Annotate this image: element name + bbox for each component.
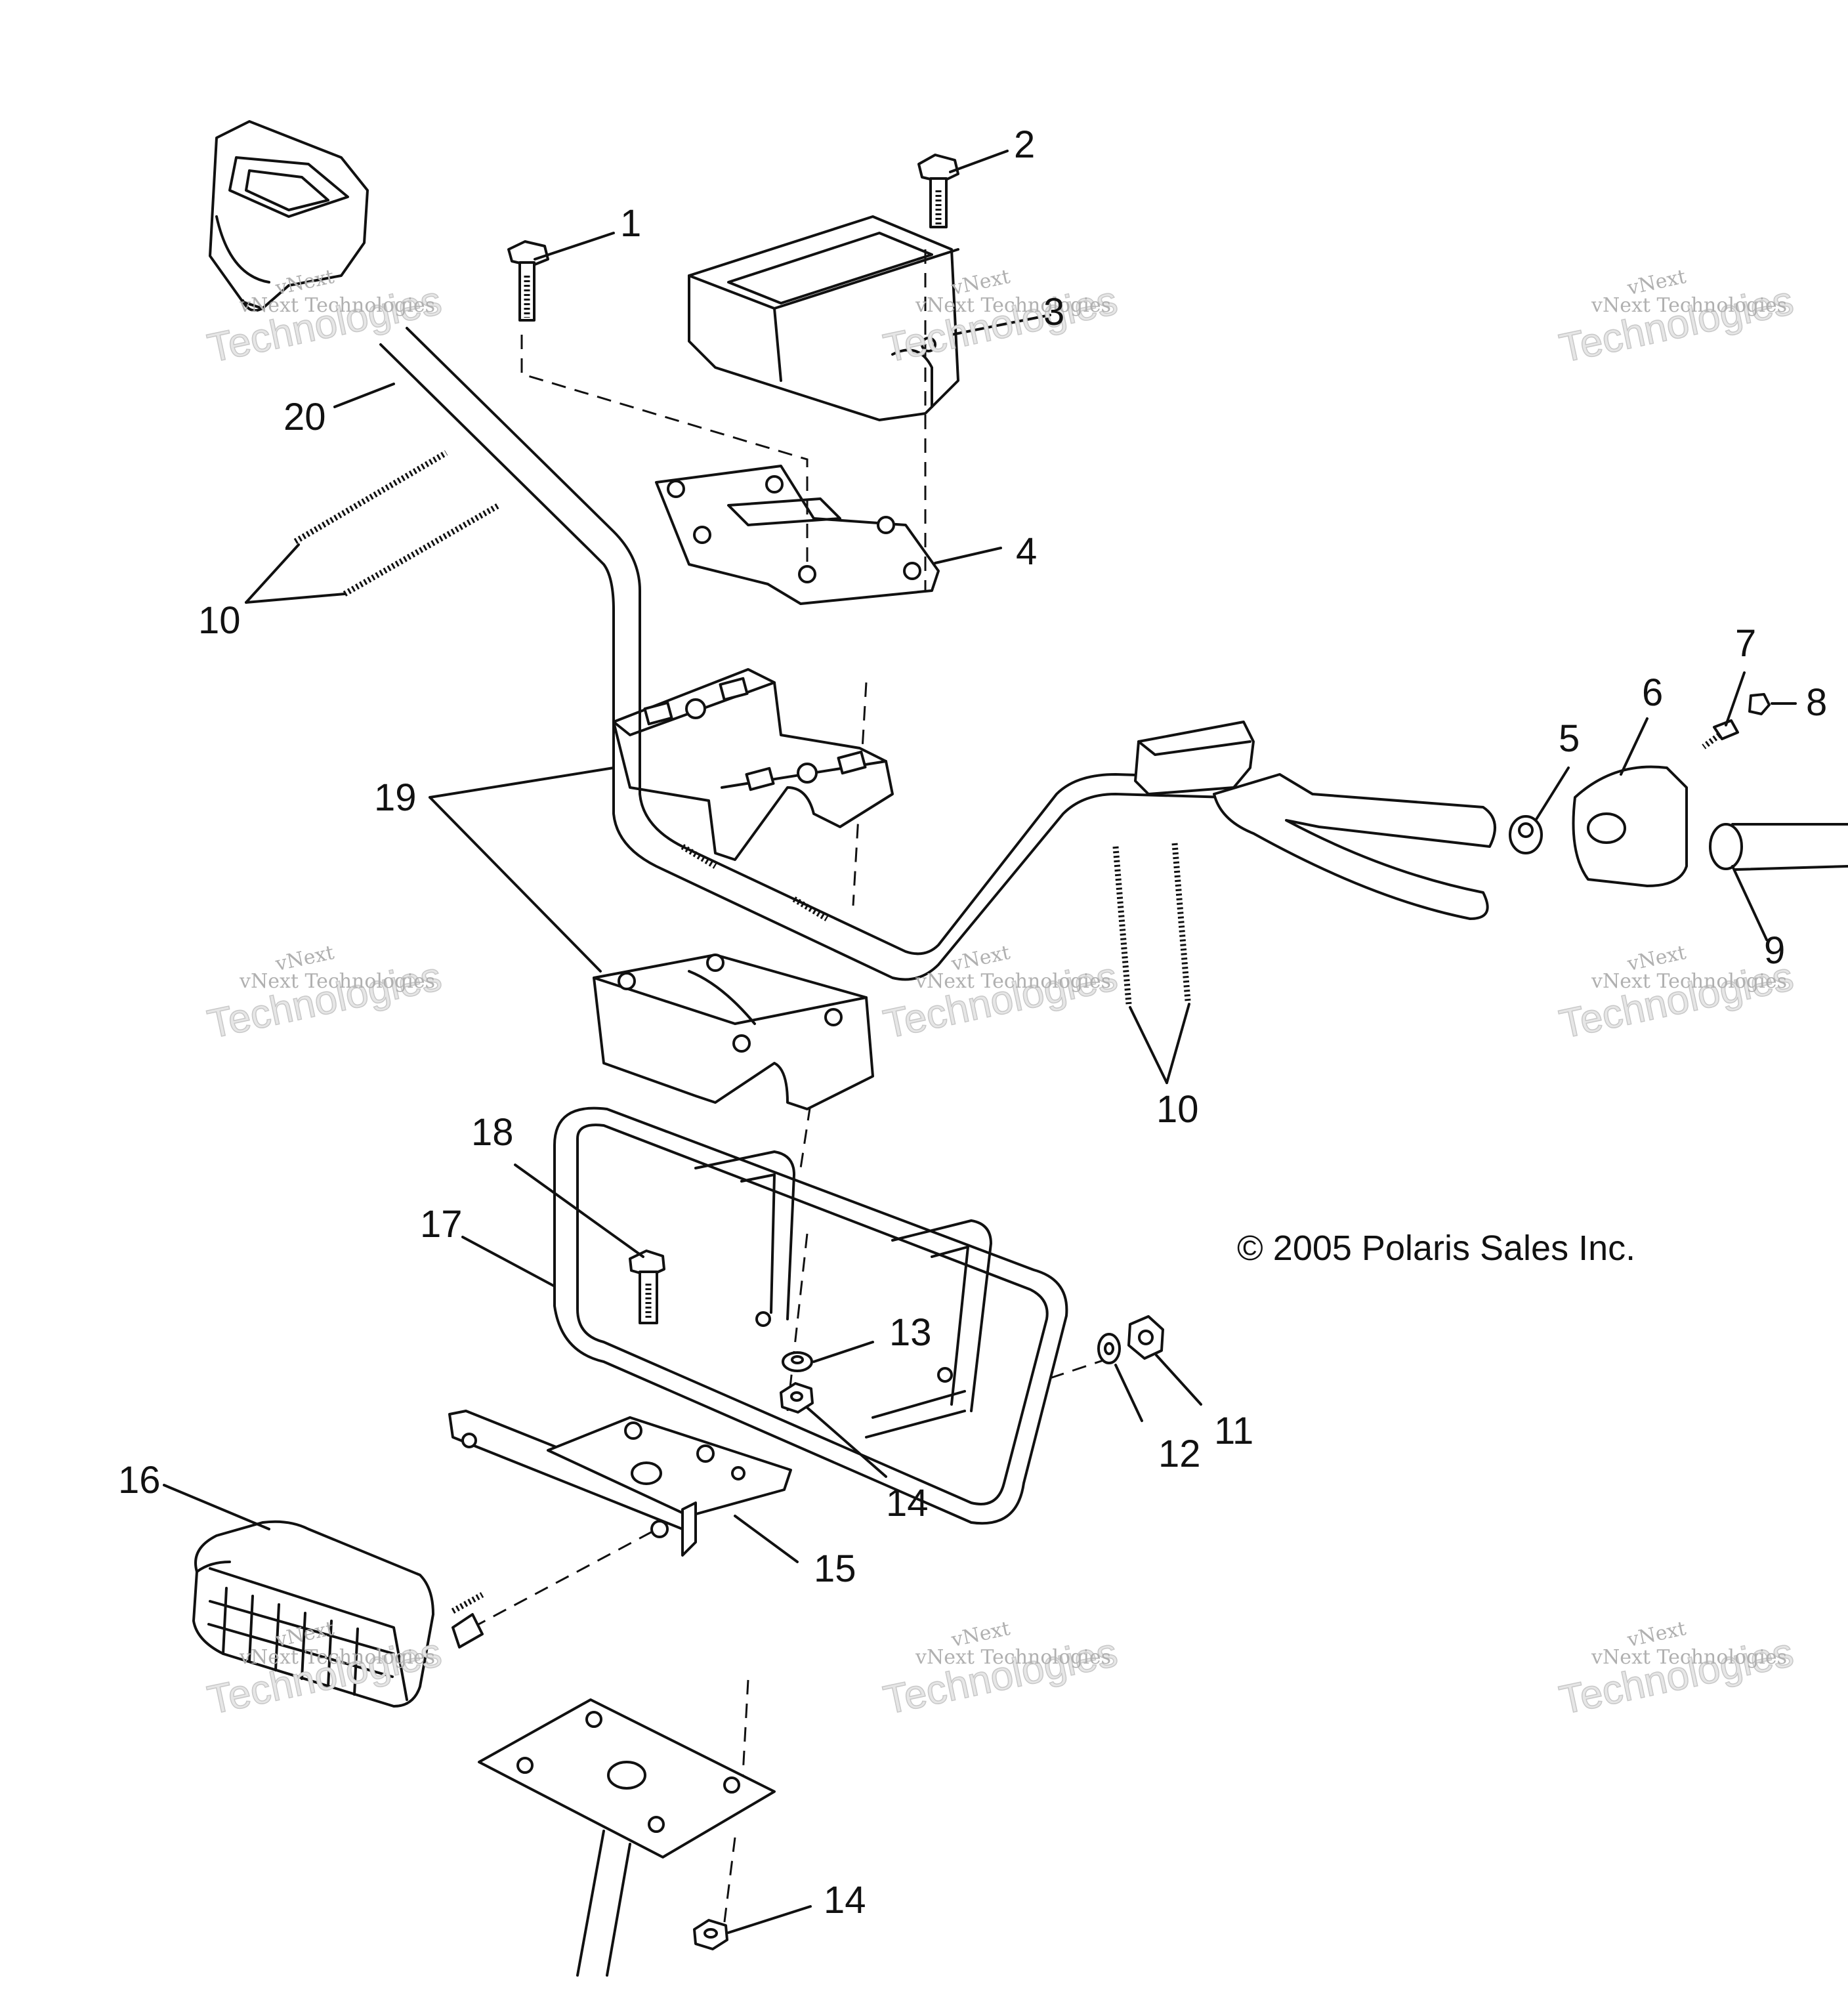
callout-16: 16 xyxy=(118,1459,161,1502)
watermarks: Technologies vNext vNext Technologies Te… xyxy=(203,265,1798,1724)
part-16-headlight xyxy=(192,1520,484,1708)
part-9-grip xyxy=(1709,823,1848,871)
part-17-frame xyxy=(553,1106,1068,1525)
callout-4: 4 xyxy=(1016,530,1037,573)
copyright-notice: © 2005 Polaris Sales Inc. xyxy=(1237,1228,1635,1268)
watermark-small: vNext Technologies xyxy=(915,1646,1111,1669)
watermark-big: Technologies xyxy=(879,954,1121,1047)
callout-3: 3 xyxy=(1043,291,1064,333)
watermark-big: Technologies xyxy=(1555,954,1797,1047)
callout-1: 1 xyxy=(620,202,641,245)
callout-8: 8 xyxy=(1806,681,1827,724)
callout-19: 19 xyxy=(374,776,417,819)
callout-17: 17 xyxy=(420,1203,463,1246)
watermark-small: vNext Technologies xyxy=(239,294,435,317)
watermark-small: vNext Technologies xyxy=(915,294,1111,317)
callout-9: 9 xyxy=(1764,929,1785,972)
part-handlebar xyxy=(379,327,1496,981)
watermark-small: vNext Technologies xyxy=(1591,294,1787,317)
callout-14-lower: 14 xyxy=(824,1879,866,1922)
callout-5: 5 xyxy=(1559,717,1580,760)
callout-2: 2 xyxy=(1014,123,1035,166)
callout-6: 6 xyxy=(1642,671,1663,714)
watermark-big: Technologies xyxy=(1555,1629,1797,1723)
part-10-cable-ties xyxy=(293,450,1191,1005)
part-2-bolt xyxy=(917,154,959,228)
watermark-small: vNext Technologies xyxy=(239,1646,435,1669)
watermark-big: Technologies xyxy=(1555,278,1797,371)
part-15-bracket xyxy=(448,1410,792,1557)
part-7-screw xyxy=(1702,719,1739,749)
watermark-big: Technologies xyxy=(203,954,445,1047)
part-14-nut-lower xyxy=(693,1919,728,1950)
part-14-nut-upper xyxy=(780,1382,814,1414)
callout-14-upper: 14 xyxy=(886,1482,929,1524)
watermark-small: vNext Technologies xyxy=(1591,970,1787,993)
callout-labels: 1 2 3 4 5 6 7 8 9 10 10 11 12 13 14 14 1… xyxy=(118,123,1827,1922)
part-13-washer xyxy=(782,1351,813,1372)
part-19-clamps xyxy=(593,668,894,1110)
callout-7: 7 xyxy=(1735,622,1756,665)
part-mounting-plate-lower xyxy=(478,1698,776,1977)
callout-15: 15 xyxy=(814,1547,856,1590)
part-4-mounting-plate xyxy=(655,465,940,605)
part-8-nut xyxy=(1748,693,1771,715)
callout-13: 13 xyxy=(889,1311,932,1354)
leader-lines xyxy=(163,150,1797,1934)
part-20-switch-housing xyxy=(209,120,369,312)
part-3-clamp-cap xyxy=(688,215,959,421)
watermark-big: Technologies xyxy=(879,1629,1121,1723)
callout-12: 12 xyxy=(1158,1433,1201,1475)
part-12-washer xyxy=(1097,1333,1121,1364)
part-1-bolt xyxy=(507,240,549,322)
part-5-bushing xyxy=(1509,815,1543,854)
part-18-bolt xyxy=(629,1250,665,1324)
callout-18: 18 xyxy=(471,1111,514,1154)
watermark-small: vNext Technologies xyxy=(1591,1646,1787,1669)
callout-11: 11 xyxy=(1214,1410,1253,1452)
callout-20: 20 xyxy=(284,396,326,438)
part-11-nut xyxy=(1127,1315,1164,1360)
callout-10-left: 10 xyxy=(198,599,241,642)
watermark-small: vNext Technologies xyxy=(915,970,1111,993)
part-6-throttle-housing xyxy=(1572,765,1688,887)
callout-10-right: 10 xyxy=(1156,1088,1199,1131)
watermark-small: vNext Technologies xyxy=(239,970,435,993)
